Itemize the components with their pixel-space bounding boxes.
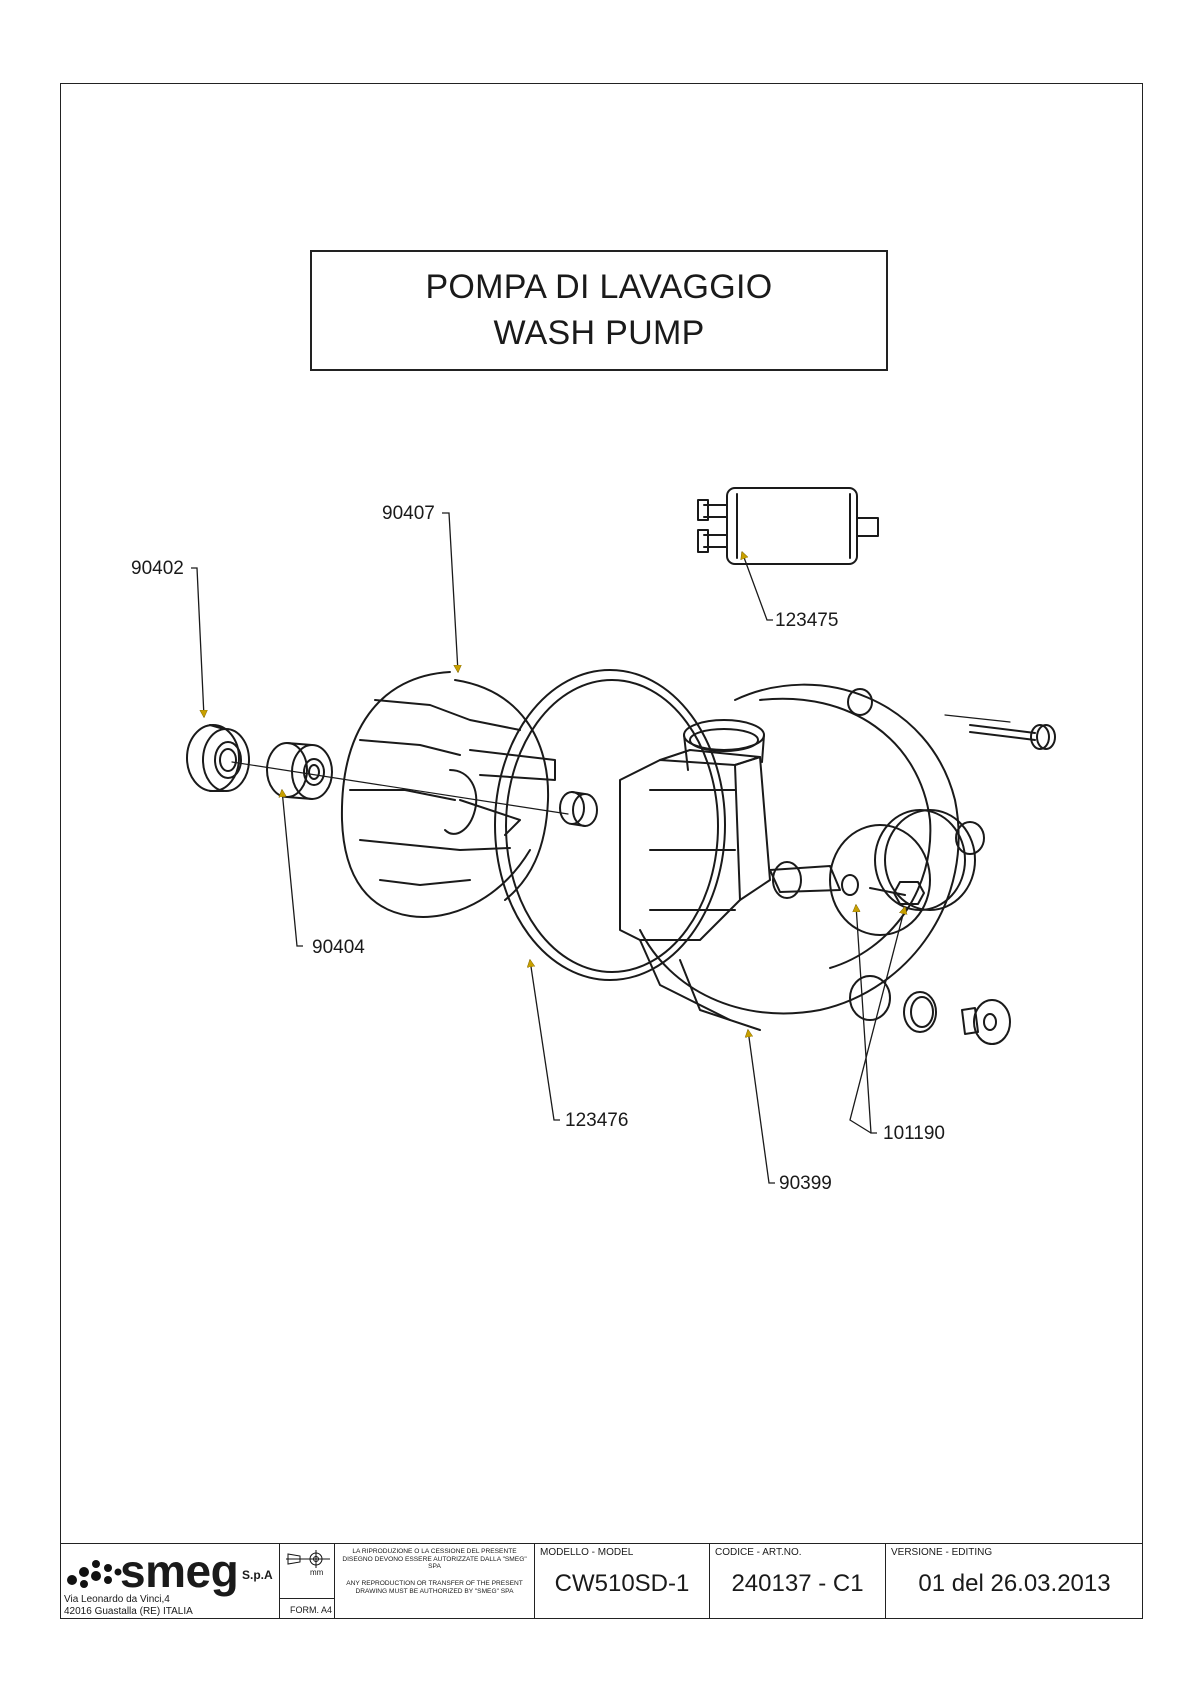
plug-part (903, 991, 1011, 1045)
code-label: CODICE - ART.NO. (715, 1547, 802, 1558)
capacitor-part (697, 487, 879, 565)
model-cell: MODELLO - MODEL CW510SD-1 (535, 1544, 710, 1619)
copyright-cell: LA RIPRODUZIONE O LA CESSIONE DEL PRESEN… (335, 1544, 535, 1619)
leader-90404 (282, 790, 303, 947)
screw-part (841, 874, 925, 905)
version-label: VERSIONE - EDITING (891, 1547, 993, 1558)
version-cell: VERSIONE - EDITING 01 del 26.03.2013 (886, 1544, 1143, 1619)
drawing-frame (60, 83, 1143, 1619)
impeller-part (340, 671, 556, 918)
model-label: MODELLO - MODEL (540, 1547, 634, 1558)
notice-italian: LA RIPRODUZIONE O LA CESSIONE DEL PRESEN… (342, 1548, 527, 1571)
nut-part (559, 791, 598, 827)
company-cell: smeg S.p.A Via Leonardo da Vinci,4 42016… (60, 1544, 280, 1619)
pump-body-part (619, 683, 985, 1031)
leader-123476 (530, 960, 560, 1121)
address-line-2: 42016 Guastalla (RE) ITALIA (64, 1606, 193, 1617)
part-label-101190: 101190 (883, 1123, 945, 1144)
part-label-90404: 90404 (312, 937, 365, 958)
part-label-90407: 90407 (382, 503, 435, 524)
brand-suffix: S.p.A (242, 1568, 273, 1582)
part-label-90402: 90402 (131, 558, 184, 579)
format-label: FORM. A4 (280, 1598, 334, 1620)
units-label: mm (310, 1568, 324, 1577)
drawing-title-box: POMPA DI LAVAGGIO WASH PUMP (310, 250, 888, 371)
address-line-1: Via Leonardo da Vinci,4 (64, 1594, 170, 1605)
part-label-123476: 123476 (565, 1110, 629, 1131)
part-label-123475: 123475 (775, 610, 839, 631)
leader-90407 (442, 512, 458, 672)
oring-part (494, 669, 726, 981)
leader-90402 (191, 567, 204, 717)
bolt-part (969, 724, 1056, 750)
title-english: WASH PUMP (493, 314, 705, 352)
part-label-90399: 90399 (779, 1173, 832, 1194)
code-cell: CODICE - ART.NO. 240137 - C1 (710, 1544, 886, 1619)
bushing-part (266, 742, 333, 800)
model-value: CW510SD-1 (554, 1570, 690, 1597)
leader-90399 (748, 1030, 775, 1184)
brand-logo: smeg (120, 1545, 239, 1597)
version-value: 01 del 26.03.2013 (918, 1570, 1111, 1597)
title-block: smeg S.p.A Via Leonardo da Vinci,4 42016… (60, 1543, 1143, 1619)
title-italian: POMPA DI LAVAGGIO (425, 268, 773, 306)
projection-cell: mm FORM. A4 (280, 1544, 335, 1619)
projection-symbol-icon (286, 1550, 330, 1568)
leader-123475 (742, 552, 773, 621)
bearing-part (186, 724, 250, 792)
smeg-logo-dots-icon (67, 1560, 122, 1588)
leader-101190-b (849, 907, 905, 1134)
code-value: 240137 - C1 (731, 1570, 864, 1597)
notice-english: ANY REPRODUCTION OR TRANSFER OF THE PRES… (346, 1580, 523, 1595)
